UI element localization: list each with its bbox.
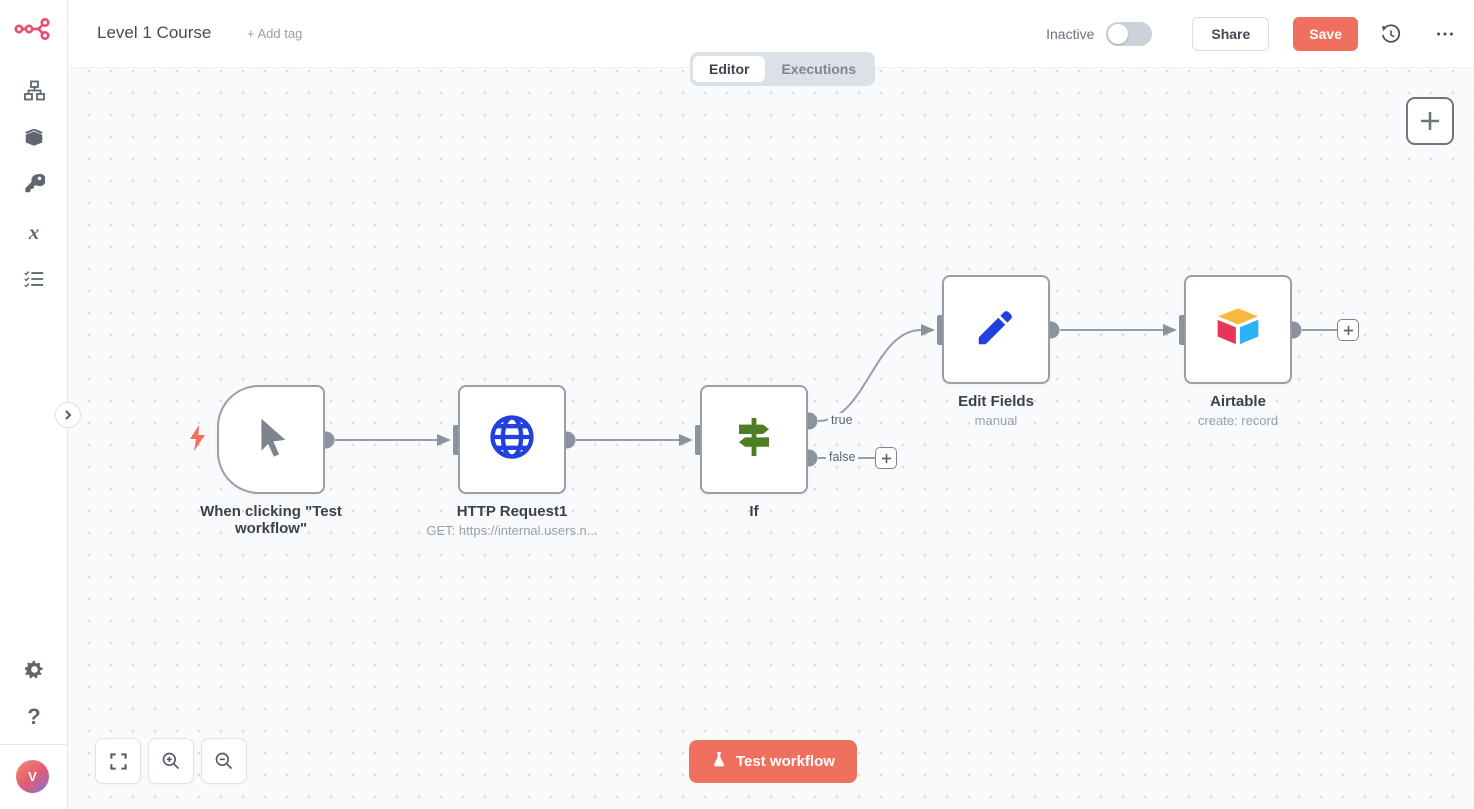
node-label-http-request: HTTP Request1 GET: https://internal.user… bbox=[402, 503, 622, 538]
workflows-icon[interactable] bbox=[0, 80, 68, 101]
workflow-title[interactable]: Level 1 Course bbox=[97, 23, 212, 42]
more-icon[interactable] bbox=[1434, 23, 1456, 45]
pencil-icon bbox=[973, 304, 1019, 355]
node-label-edit-fields: Edit Fields manual bbox=[886, 393, 1106, 428]
node-title: HTTP Request1 bbox=[456, 503, 568, 520]
node-label-airtable: Airtable create: record bbox=[1128, 393, 1348, 428]
sidebar-divider bbox=[0, 744, 68, 745]
n8n-logo-icon[interactable] bbox=[0, 14, 68, 42]
node-edit-fields[interactable] bbox=[942, 275, 1050, 384]
node-http-request[interactable] bbox=[458, 385, 566, 494]
if-output-false-label: false bbox=[826, 450, 859, 464]
node-manual-trigger[interactable] bbox=[217, 385, 325, 494]
zoom-out-icon[interactable] bbox=[201, 738, 247, 784]
node-if[interactable] bbox=[700, 385, 808, 494]
sidebar: x ? V bbox=[0, 0, 68, 809]
avatar[interactable]: V bbox=[16, 760, 49, 793]
node-subtitle: create: record bbox=[1197, 413, 1279, 428]
save-button[interactable]: Save bbox=[1293, 17, 1358, 51]
executions-icon[interactable] bbox=[0, 268, 68, 290]
share-button[interactable]: Share bbox=[1192, 17, 1270, 51]
test-workflow-label: Test workflow bbox=[736, 753, 835, 770]
history-icon[interactable] bbox=[1380, 23, 1402, 45]
node-label-if: If bbox=[749, 503, 759, 520]
fit-view-icon[interactable] bbox=[95, 738, 141, 784]
node-subtitle: GET: https://internal.users.n... bbox=[426, 523, 598, 538]
templates-icon[interactable] bbox=[0, 126, 68, 148]
cursor-icon bbox=[248, 414, 294, 465]
zoom-in-icon[interactable] bbox=[148, 738, 194, 784]
add-node-from-false-button[interactable] bbox=[875, 447, 897, 469]
settings-icon[interactable] bbox=[0, 659, 68, 680]
globe-icon bbox=[486, 411, 538, 468]
add-node-button[interactable] bbox=[1406, 97, 1454, 145]
editor-executions-tabs: Editor Executions bbox=[690, 52, 876, 86]
tab-editor[interactable]: Editor bbox=[693, 56, 766, 82]
node-title: Airtable bbox=[1210, 393, 1266, 410]
trigger-bolt-icon bbox=[188, 424, 208, 457]
sidebar-expand-button[interactable] bbox=[55, 402, 81, 428]
node-subtitle: manual bbox=[974, 413, 1018, 428]
add-node-after-airtable-button[interactable] bbox=[1337, 319, 1359, 341]
activation-status-label: Inactive bbox=[1046, 26, 1095, 42]
tab-executions[interactable]: Executions bbox=[781, 61, 857, 77]
toggle-knob bbox=[1108, 24, 1129, 44]
add-tag-button[interactable]: + Add tag bbox=[247, 26, 303, 41]
node-title: Edit Fields bbox=[958, 393, 1034, 410]
credentials-icon[interactable] bbox=[0, 173, 68, 194]
if-output-true-label: true bbox=[828, 413, 856, 427]
help-icon[interactable]: ? bbox=[27, 704, 41, 729]
node-airtable[interactable] bbox=[1184, 275, 1292, 384]
activation-toggle[interactable] bbox=[1106, 22, 1153, 46]
flask-icon bbox=[711, 751, 727, 773]
airtable-icon bbox=[1212, 301, 1264, 358]
zoom-controls bbox=[95, 738, 247, 784]
variables-icon[interactable]: x bbox=[28, 220, 40, 244]
node-label-manual-trigger: When clicking "Test workflow" bbox=[200, 503, 342, 537]
test-workflow-button[interactable]: Test workflow bbox=[689, 740, 857, 783]
signpost-icon bbox=[730, 413, 778, 466]
